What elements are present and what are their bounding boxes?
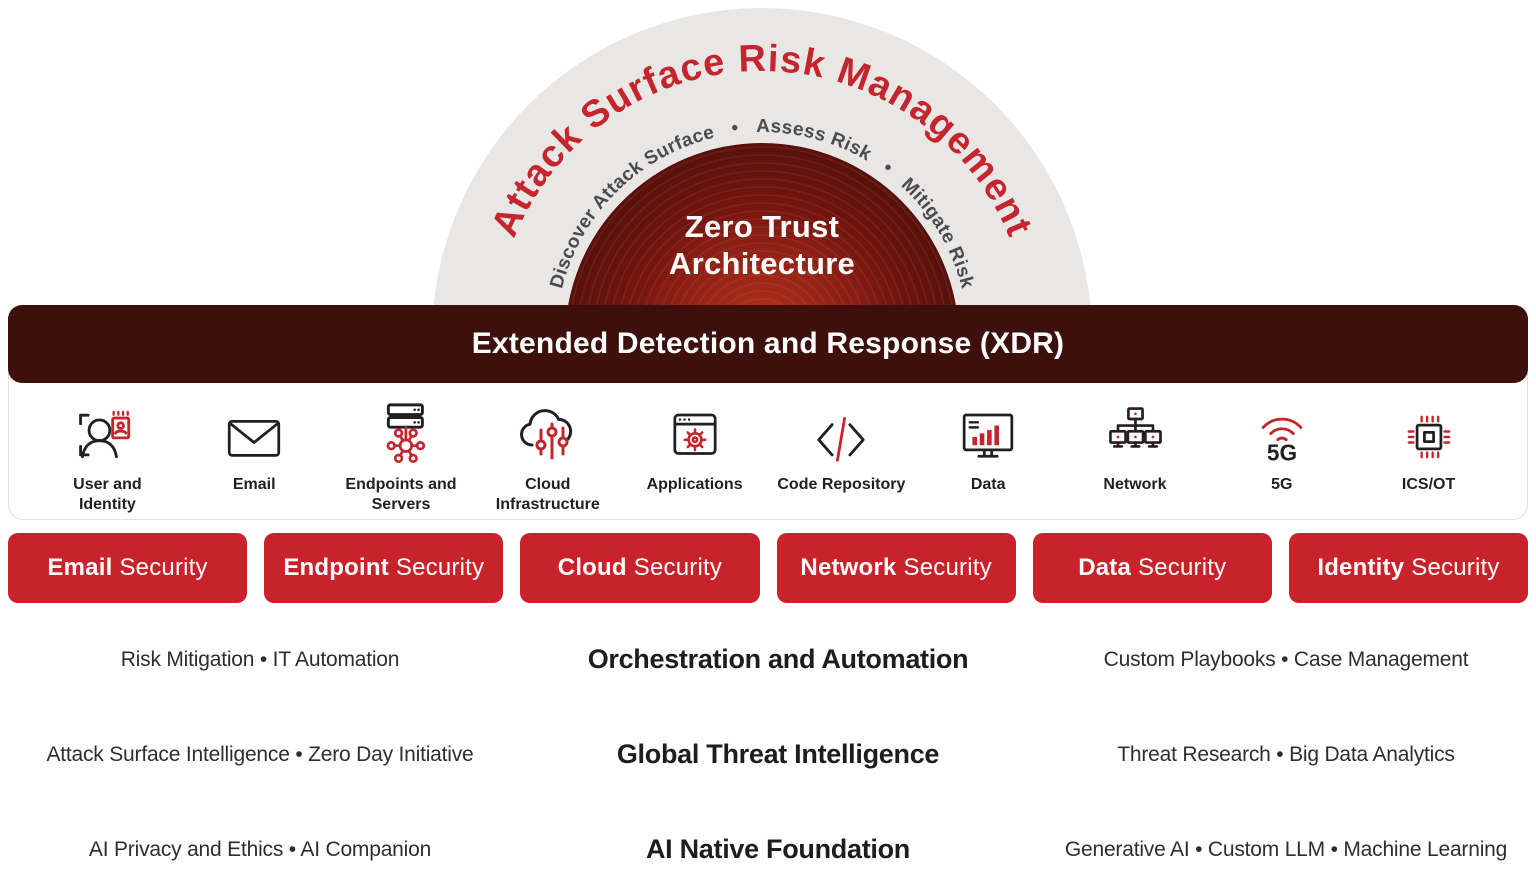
icon-item-cloud-infrastructure: Cloud Infrastructure	[474, 392, 621, 515]
cloud-security-button[interactable]: Cloud Security	[520, 533, 760, 603]
zero-trust-line2: Architecture	[668, 246, 856, 282]
icon-item-5g: 5G 5G	[1208, 392, 1355, 515]
icon-label: Endpoints and Servers	[345, 476, 457, 513]
layer-orchestration: Risk Mitigation • IT Automation Orchestr…	[0, 612, 1536, 707]
icon-label: 5G	[1271, 476, 1293, 493]
network-icon	[1109, 407, 1162, 448]
zero-trust-line1: Zero Trust	[684, 209, 840, 244]
capability-layers: Risk Mitigation • IT Automation Orchestr…	[0, 612, 1536, 875]
applications-icon	[673, 413, 717, 455]
icon-label: ICS/OT	[1401, 476, 1456, 493]
user-identity-icon	[79, 410, 131, 459]
icon-item-network: Network	[1062, 392, 1209, 515]
identity-security-button[interactable]: Identity Security	[1288, 533, 1529, 603]
layer-left-text: AI Privacy and Ethics • AI Companion	[88, 837, 432, 861]
cloud-infrastructure-icon	[519, 409, 572, 460]
icon-item-ics-ot: ICS/OT	[1355, 392, 1502, 515]
button-label-rest: Security	[1138, 554, 1227, 581]
icon-item-data: Data	[915, 392, 1062, 515]
icon-label: Cloud Infrastructure	[495, 476, 600, 513]
security-buttons-row: Email Security Endpoint Security Cloud S…	[8, 533, 1529, 603]
email-icon	[228, 420, 281, 457]
layer-ai-foundation: AI Privacy and Ethics • AI Companion AI …	[0, 802, 1536, 875]
endpoints-servers-icon	[386, 403, 426, 463]
layer-right-text: Threat Research • Big Data Analytics	[1117, 742, 1455, 766]
layer-title: Global Threat Intelligence	[616, 739, 940, 769]
icon-label: Applications	[646, 476, 743, 493]
layer-title: AI Native Foundation	[645, 834, 910, 864]
icon-item-applications: Applications	[621, 392, 768, 515]
5g-icon-text: 5G	[1267, 440, 1297, 466]
icon-item-email: Email	[181, 392, 328, 515]
data-security-button[interactable]: Data Security	[1032, 533, 1272, 603]
button-label-bold: Endpoint	[283, 554, 389, 581]
icon-label: User and Identity	[73, 476, 142, 513]
network-security-button[interactable]: Network Security	[776, 533, 1016, 603]
button-label-bold: Identity	[1317, 554, 1405, 581]
icon-label: Data	[970, 476, 1006, 493]
protected-surfaces-row: User and Identity Email	[8, 392, 1528, 515]
layer-left-text: Attack Surface Intelligence • Zero Day I…	[46, 742, 474, 766]
button-label-bold: Cloud	[557, 554, 627, 581]
button-label-rest: Security	[633, 554, 723, 581]
icon-label: Email	[232, 476, 276, 493]
icon-label: Network	[1103, 476, 1167, 493]
layer-title: Orchestration and Automation	[587, 644, 969, 674]
button-label-bold: Email	[47, 554, 113, 581]
button-label-bold: Data	[1078, 554, 1132, 581]
button-label-rest: Security	[903, 554, 992, 581]
code-repository-icon	[817, 417, 866, 462]
button-label-bold: Network	[800, 554, 897, 581]
icon-item-code-repository: Code Repository	[768, 392, 915, 515]
layer-threat-intelligence: Attack Surface Intelligence • Zero Day I…	[0, 707, 1536, 802]
zero-trust-label: Zero Trust Architecture	[565, 208, 959, 282]
endpoint-security-button[interactable]: Endpoint Security	[264, 533, 504, 603]
xdr-banner-label: Extended Detection and Response (XDR)	[471, 327, 1065, 360]
button-label-rest: Security	[119, 554, 208, 581]
layer-right-text: Custom Playbooks • Case Management	[1103, 647, 1469, 671]
icon-label: Code Repository	[777, 476, 906, 493]
ics-ot-icon	[1407, 415, 1450, 459]
layer-left-text: Risk Mitigation • IT Automation	[120, 647, 400, 671]
button-label-rest: Security	[1411, 554, 1500, 581]
icon-item-user-identity: User and Identity	[34, 392, 181, 515]
data-icon	[962, 413, 1014, 458]
layer-right-text: Generative AI • Custom LLM • Machine Lea…	[1064, 837, 1508, 861]
email-security-button[interactable]: Email Security	[8, 533, 248, 603]
icon-item-endpoints-servers: Endpoints and Servers	[328, 392, 475, 515]
button-label-rest: Security	[395, 554, 485, 581]
5g-icon: 5G	[1261, 417, 1303, 466]
xdr-banner: Extended Detection and Response (XDR)	[8, 305, 1528, 383]
